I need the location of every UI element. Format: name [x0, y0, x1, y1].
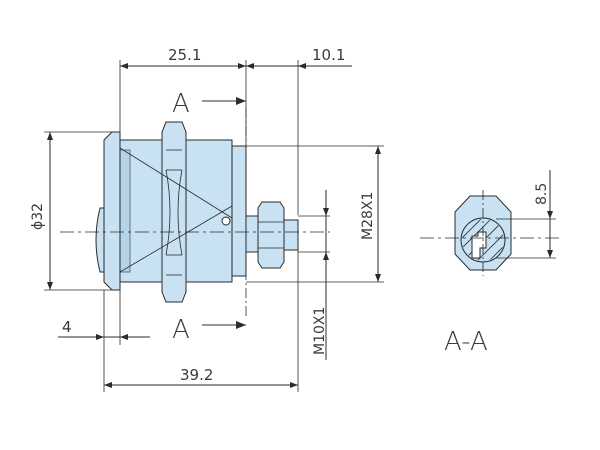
section-view: 8.5 A-A [420, 170, 560, 357]
pin-hole [221, 216, 231, 226]
nut-curve-right [177, 169, 183, 256]
dim-m28x1: M28X1 [360, 192, 376, 240]
arrowhead [323, 252, 329, 260]
cam-lock-side-view [95, 121, 299, 303]
key-slot [471, 231, 487, 259]
section-label-top: A [172, 89, 190, 119]
arrowhead [290, 382, 298, 388]
arrowhead [547, 211, 553, 219]
nut-curve-left [165, 169, 171, 256]
section-arrow-bottom: A [172, 315, 246, 345]
arrowhead [120, 63, 128, 69]
dim-39-2: 39.2 [180, 366, 213, 384]
arrowhead [375, 274, 381, 282]
dim-25-1: 25.1 [168, 46, 201, 64]
section-arrow-top: A [172, 89, 246, 119]
dim-m10: M10X1 [298, 190, 330, 360]
arrowhead [104, 382, 112, 388]
shaft-nut [257, 201, 285, 269]
arrowhead [323, 208, 329, 216]
body-diagonal-2 [119, 205, 233, 273]
dim-flange: 4 [58, 290, 150, 392]
arrowhead [375, 146, 381, 154]
shaft-tip [283, 219, 299, 251]
dim-diameter: ϕ32 [30, 131, 112, 291]
dim-10-1: 10.1 [312, 46, 345, 64]
arrowhead [47, 282, 53, 290]
body-band [119, 149, 131, 273]
dim-overall: 39.2 [104, 250, 299, 392]
arrowhead [238, 63, 246, 69]
rear-step [231, 145, 247, 277]
arrowhead [236, 97, 246, 105]
arrowhead [96, 334, 104, 340]
dim-4: 4 [62, 318, 72, 336]
flange [103, 131, 121, 291]
arrowhead [547, 250, 553, 258]
arrowhead [246, 63, 254, 69]
hex-nut [161, 121, 187, 303]
section-title: A-A [444, 327, 488, 357]
arrowhead [47, 132, 53, 140]
section-label-bottom: A [172, 315, 190, 345]
dim-8-5: 8.5 [534, 183, 550, 205]
front-cap [95, 207, 105, 273]
arrowhead [236, 321, 246, 329]
arrowhead [298, 63, 306, 69]
body-diagonal-1 [119, 147, 233, 219]
arrowhead [120, 334, 128, 340]
dim-diameter-32: ϕ32 [30, 203, 46, 230]
dim-m10x1: M10X1 [312, 307, 328, 355]
dim-m28: M28X1 [246, 145, 384, 283]
